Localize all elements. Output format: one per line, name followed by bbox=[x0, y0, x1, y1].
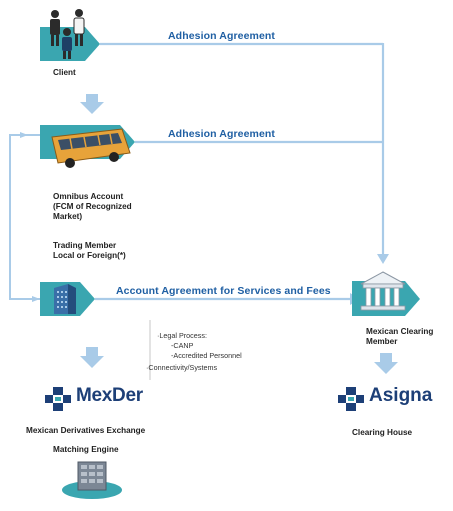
requirements-list: ·Legal Process: -CANP -Accredited Person… bbox=[157, 331, 242, 361]
adhesion-agreement-label-2: Adhesion Agreement bbox=[168, 128, 276, 140]
adhesion-agreement-label-1: Adhesion Agreement bbox=[168, 30, 276, 42]
canp-item: -CANP bbox=[171, 341, 194, 350]
down-arrow-clearing-asigna bbox=[374, 353, 398, 374]
clearing-member-label: Mexican Clearing Member bbox=[366, 327, 433, 347]
mexder-logo-mark-icon bbox=[45, 387, 71, 411]
asigna-logo-text: Asigna bbox=[369, 385, 433, 406]
clearing-member-line1: Mexican Clearing bbox=[366, 327, 434, 336]
down-arrow-trading-mexder bbox=[80, 347, 104, 368]
mexder-caption: Mexican Derivatives Exchange bbox=[26, 426, 146, 435]
omnibus-label: Omnibus Account (FCM of Recognized Marke… bbox=[53, 192, 132, 222]
trading-member-line1: Trading Member bbox=[53, 241, 117, 250]
omnibus-label-line2: (FCM of Recognized bbox=[53, 202, 132, 211]
trading-member-label: Trading Member Local or Foreign(*) bbox=[53, 241, 126, 261]
left-bracket-arrow-bottom bbox=[32, 296, 40, 302]
omnibus-label-line3: Market) bbox=[53, 212, 83, 221]
down-arrow-client-omnibus bbox=[80, 94, 104, 114]
accredited-item: -Accredited Personnel bbox=[171, 351, 242, 360]
mexder-logo: MexDer bbox=[44, 385, 174, 413]
arrow-to-clearing-member bbox=[377, 254, 389, 264]
account-agreement-label: Account Agreement for Services and Fees bbox=[116, 285, 331, 297]
server-icon bbox=[62, 461, 122, 499]
asigna-logo-mark-icon bbox=[338, 387, 364, 411]
clearing-member-line2: Member bbox=[366, 337, 398, 346]
client-label: Client bbox=[53, 68, 76, 77]
clearing-house-caption: Clearing House bbox=[352, 428, 413, 437]
matching-engine-caption: Matching Engine bbox=[53, 445, 119, 454]
building-icon bbox=[54, 284, 76, 314]
legal-process-item: ·Legal Process: bbox=[157, 331, 207, 340]
people-icon bbox=[50, 9, 85, 59]
left-bracket-arrow-top bbox=[20, 132, 28, 138]
trading-member-line2: Local or Foreign(*) bbox=[53, 251, 126, 260]
mexder-logo-text: MexDer bbox=[76, 385, 143, 406]
connectivity-item: ·Connectivity/Systems bbox=[146, 363, 218, 372]
omnibus-label-line1: Omnibus Account bbox=[53, 192, 124, 201]
bus-icon bbox=[51, 128, 131, 168]
left-bracket-line bbox=[9, 134, 40, 300]
asigna-logo: Asigna bbox=[337, 385, 437, 413]
bank-icon bbox=[360, 271, 406, 311]
